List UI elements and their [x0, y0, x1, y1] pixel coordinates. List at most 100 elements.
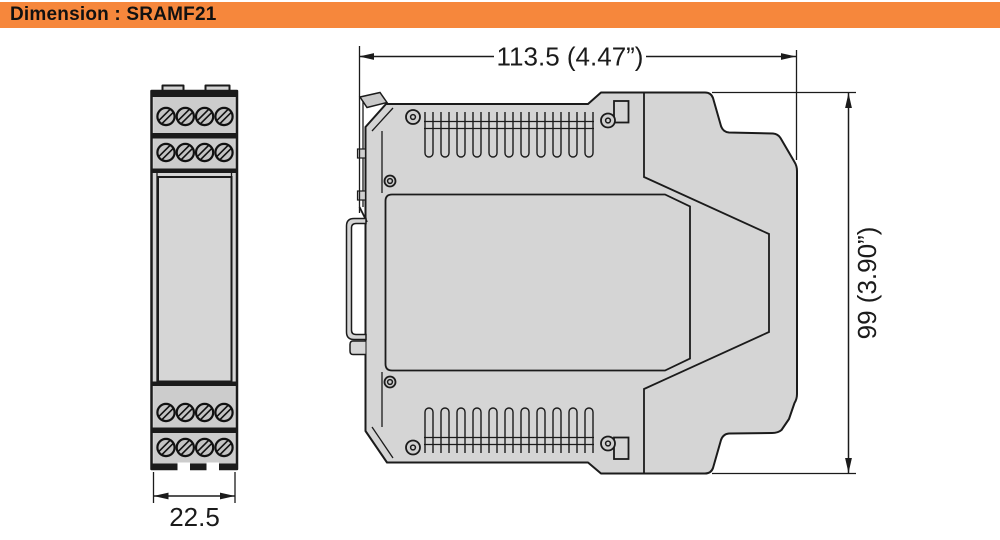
- case-screw-center: [604, 440, 612, 447]
- screw-head: [175, 142, 195, 163]
- vent-slot-top: [440, 112, 450, 158]
- vent-slot-top: [472, 112, 482, 158]
- side-height-label: 99 (3.90”): [852, 227, 882, 340]
- screw-head: [194, 106, 215, 127]
- front-width-label: 22.5: [169, 502, 220, 532]
- screw-slot-line: [199, 111, 213, 125]
- case-screws: [383, 109, 616, 456]
- header-bar: Dimension : SRAMF21: [0, 2, 1000, 28]
- terminal-plate: [356, 91, 389, 223]
- vent-slot-bottom: [552, 407, 562, 453]
- case-screw: [405, 109, 421, 125]
- arrowhead-left: [359, 53, 374, 60]
- vent-slot-top: [568, 112, 578, 158]
- case-screw: [405, 439, 421, 456]
- vent-slot-top: [424, 112, 434, 158]
- vent-slot-top: [504, 112, 514, 158]
- screw-slot-line: [215, 404, 230, 418]
- screw-head: [214, 106, 234, 127]
- vent-slots: [424, 112, 594, 453]
- wire-clamp: [358, 91, 389, 109]
- screw-slot-line: [177, 439, 191, 453]
- clip-hook: [349, 340, 366, 356]
- screw-slot-line: [218, 111, 233, 125]
- screw-slot-line: [218, 407, 233, 421]
- vent-slot-bottom: [424, 407, 434, 453]
- dim-front-width: 22.5: [152, 472, 236, 532]
- dim-side-width: 113.5 (4.47”): [358, 42, 798, 213]
- din-rail-clip: [345, 217, 367, 341]
- case-screw-center: [409, 113, 417, 121]
- vent-slot-bottom: [440, 407, 450, 453]
- screw-slot-line: [218, 147, 233, 161]
- page-title: Dimension : SRAMF21: [10, 4, 217, 25]
- screw-slot-line: [199, 442, 213, 456]
- plate-tab-1: [356, 148, 367, 159]
- side-body: [364, 91, 798, 475]
- screw-slot-line: [215, 439, 230, 453]
- screw-slot-line: [177, 108, 191, 122]
- screw-head: [194, 142, 215, 163]
- front-top-cap: [152, 92, 237, 97]
- vent-slot-top: [456, 112, 466, 158]
- screw-slot-line: [196, 404, 210, 418]
- screw-slot-line: [180, 147, 194, 161]
- screw-slot-line: [215, 144, 230, 158]
- label-panel: [384, 193, 691, 372]
- arrowhead-down: [845, 458, 852, 473]
- screw-head: [175, 402, 195, 423]
- screw-head: [214, 142, 234, 163]
- side-view: 113.5 (4.47”) 99 (3.90”): [345, 42, 882, 475]
- arrowhead-up: [845, 93, 852, 108]
- vent-slot-top: [552, 112, 562, 158]
- vent-slot-top: [520, 112, 530, 158]
- case-screw: [600, 112, 616, 129]
- screw-slot-line: [180, 111, 194, 125]
- case-screw: [383, 174, 397, 188]
- front-separator-3: [152, 381, 237, 386]
- screw-slot-line: [160, 147, 175, 161]
- screw-slot-line: [196, 439, 210, 453]
- front-bottom-notch-left: [177, 462, 190, 471]
- screw-slot-line: [177, 404, 191, 418]
- vent-slot-bottom: [520, 407, 530, 453]
- vent-slot-bottom: [568, 407, 578, 453]
- screw-head: [156, 402, 176, 423]
- arrowhead-left: [153, 492, 169, 500]
- screw-slot-line: [160, 442, 175, 456]
- ridge-contour: [643, 92, 770, 474]
- vent-slot-top: [536, 112, 546, 158]
- vent-slot-bottom: [488, 407, 498, 453]
- arrowhead-right: [781, 53, 796, 60]
- front-mid-panel: [157, 176, 233, 383]
- inner-chamfer-bottom: [371, 426, 394, 459]
- vent-slot-top: [488, 112, 498, 158]
- screw-head: [194, 437, 215, 458]
- front-terminal-screws: [156, 106, 234, 458]
- case-screw-center: [604, 117, 612, 124]
- screw-slot-line: [180, 407, 194, 421]
- front-separator-4: [152, 427, 237, 433]
- front-bottom-cap: [152, 463, 237, 470]
- screw-slot-line: [160, 111, 175, 125]
- case-screw-center: [409, 444, 417, 451]
- arrowhead-right: [220, 492, 235, 500]
- screw-head: [156, 106, 176, 127]
- screw-head: [214, 437, 234, 458]
- vent-slot-bottom: [504, 407, 514, 453]
- vent-slot-top: [584, 112, 594, 158]
- screw-slot-line: [177, 144, 191, 158]
- screw-slot-line: [218, 442, 233, 456]
- front-view: 22.5: [150, 84, 239, 532]
- screw-slot-line: [199, 147, 213, 161]
- screw-head: [194, 402, 215, 423]
- inner-chamfer-top: [371, 107, 394, 132]
- case-screw: [383, 375, 397, 389]
- screw-slot-line: [199, 407, 213, 421]
- side-width-label: 113.5 (4.47”): [497, 42, 644, 72]
- screw-slot-line: [196, 144, 210, 158]
- case-screw-center: [386, 177, 394, 185]
- vent-slot-bottom: [456, 407, 466, 453]
- screw-head: [214, 402, 234, 423]
